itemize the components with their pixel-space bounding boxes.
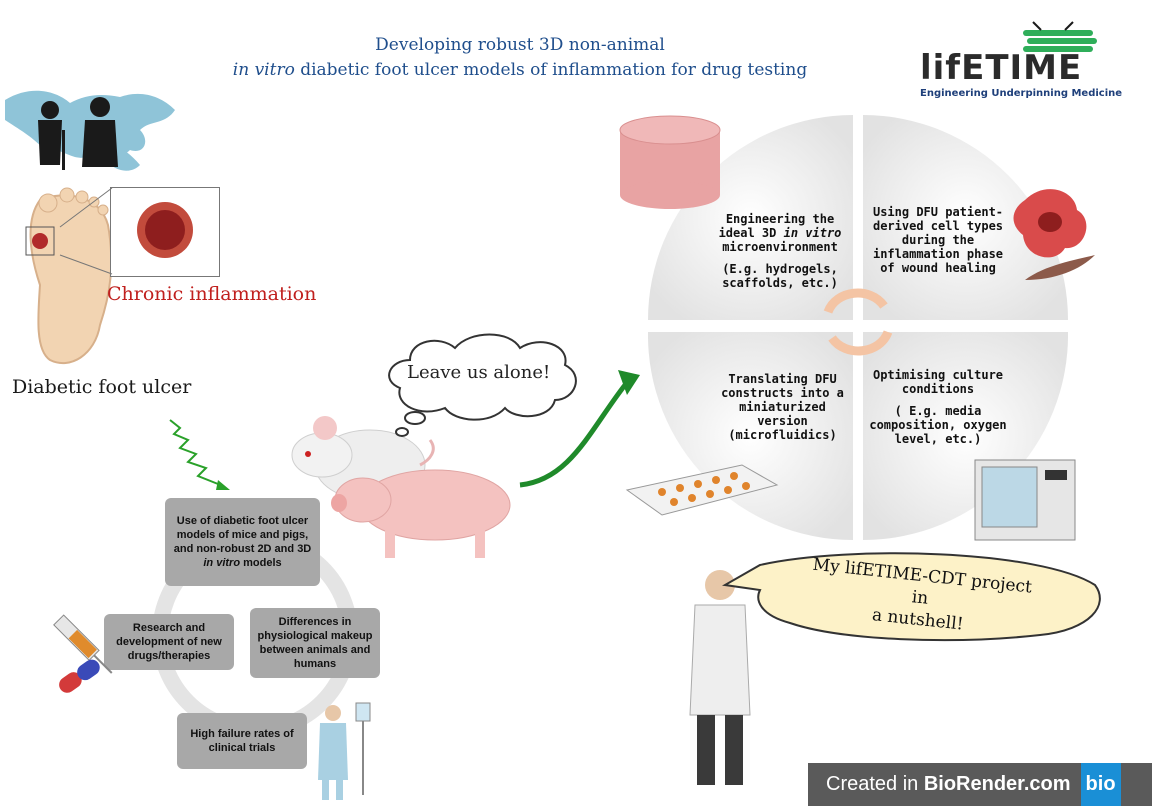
pig-image bbox=[331, 469, 511, 558]
cycle-box-physiological-differences: Differences in physiological makeup betw… bbox=[250, 608, 380, 678]
thought-cloud bbox=[388, 333, 577, 437]
cycle-box-2-text: Differences in physiological makeup betw… bbox=[257, 616, 373, 670]
biorender-credit-text: Created in BioRender.com bbox=[826, 773, 1071, 795]
chronic-inflammation-label: Chronic inflammation bbox=[107, 283, 317, 305]
researcher-image bbox=[689, 570, 751, 785]
quadrant-engineering: Engineering the ideal 3D in vitro microe… bbox=[700, 212, 860, 290]
center-cycle-arrows bbox=[823, 288, 893, 356]
squiggle-arrow-icon bbox=[169, 419, 230, 490]
zoom-lines bbox=[59, 187, 113, 275]
logo-text: lifETIME bbox=[920, 48, 1083, 88]
thought-cloud-text: Leave us alone! bbox=[407, 362, 551, 383]
cycle-box-4-text: Research and development of new drugs/th… bbox=[116, 622, 222, 662]
world-map-image bbox=[5, 90, 175, 171]
syringe-pill-icon bbox=[53, 614, 113, 693]
page-title: Developing robust 3D non-animal in vitro… bbox=[170, 33, 870, 83]
biorender-credit[interactable]: Created in BioRender.com bio bbox=[808, 763, 1152, 806]
quadrant-circle bbox=[648, 115, 1068, 540]
cycle-box-failure-rates: High failure rates of clinical trials bbox=[177, 713, 307, 769]
cells-image bbox=[1013, 189, 1095, 280]
researcher-speech-bubble bbox=[721, 552, 1101, 642]
diabetic-foot-ulcer-label: Diabetic foot ulcer bbox=[12, 376, 192, 398]
quadrant-engineering-sub: (E.g. hydrogels, scaffolds, etc.) bbox=[722, 262, 838, 290]
title-line-2: in vitro diabetic foot ulcer models of i… bbox=[170, 58, 870, 83]
title-rest: diabetic foot ulcer models of inflammati… bbox=[294, 60, 808, 80]
microfluidic-chip-image bbox=[625, 464, 779, 516]
cycle-box-animal-models: Use of diabetic foot ulcer models of mic… bbox=[165, 498, 320, 586]
incubator-image bbox=[974, 459, 1076, 541]
scaffold-image bbox=[619, 115, 721, 209]
lifetime-logo bbox=[918, 18, 1138, 108]
ulcer-zoom-image bbox=[137, 202, 193, 258]
patient-iv-icon bbox=[318, 702, 371, 800]
cycle-box-1-text: Use of diabetic foot ulcer models of mic… bbox=[173, 515, 309, 555]
logo-tagline: Engineering Underpinning Medicine bbox=[920, 88, 1123, 99]
title-italic: in vitro bbox=[232, 60, 295, 80]
green-curved-arrow bbox=[519, 370, 640, 488]
logo-graphic bbox=[1023, 21, 1097, 52]
cycle-box-research: Research and development of new drugs/th… bbox=[104, 614, 234, 670]
ulcer-zoom-box bbox=[110, 187, 220, 277]
cycle-box-3-text: High failure rates of clinical trials bbox=[190, 728, 294, 754]
quadrant-patient-cells: Using DFU patient-derived cell types dur… bbox=[872, 205, 1004, 275]
title-line-1: Developing robust 3D non-animal bbox=[375, 35, 665, 55]
foot-illustration bbox=[25, 187, 113, 365]
biorender-badge-icon: bio bbox=[1080, 763, 1121, 806]
quadrant-culture-conditions: Optimising culture conditions ( E.g. med… bbox=[869, 368, 1007, 446]
quadrant-miniaturized: Translating DFU constructs into a miniat… bbox=[721, 372, 844, 442]
